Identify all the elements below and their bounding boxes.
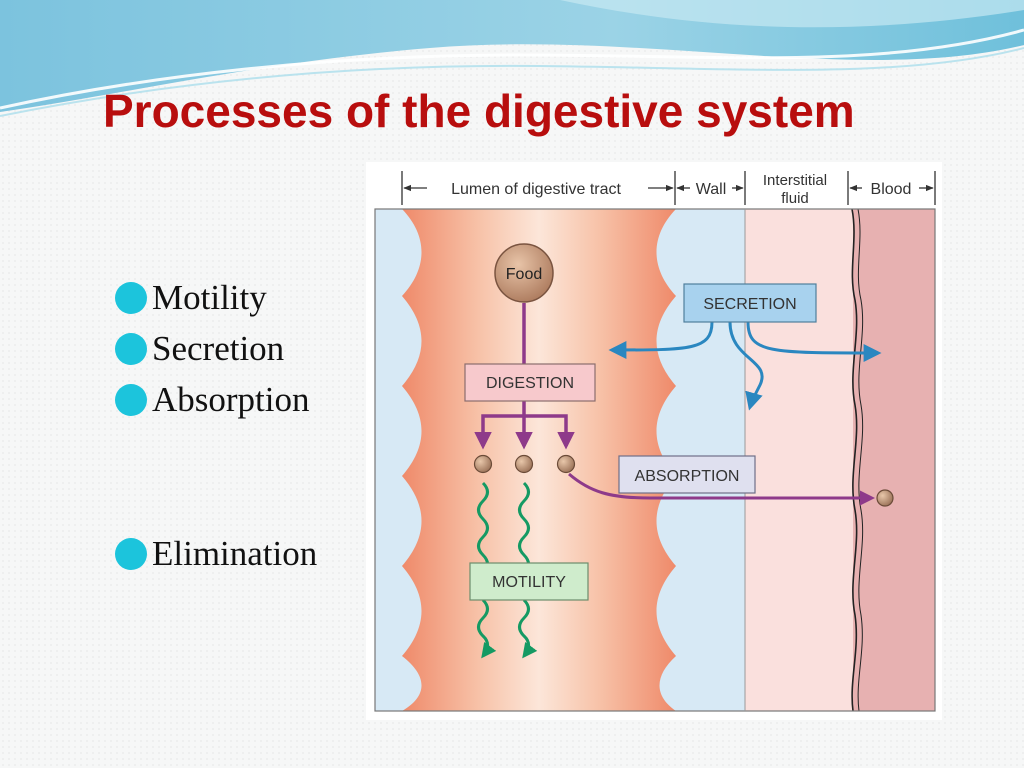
- food-label: Food: [506, 266, 542, 283]
- food-icon: [494, 243, 554, 303]
- bullet-item-absorption: Absorption: [115, 380, 310, 420]
- absorption-box: [618, 455, 756, 494]
- header-wave-decoration: [0, 0, 1024, 117]
- blood-region: [853, 209, 935, 711]
- blood-label: Blood: [871, 181, 912, 198]
- motility-label: MOTILITY: [492, 574, 566, 591]
- digestion-label: DIGESTION: [486, 375, 574, 392]
- secretion-label: SECRETION: [703, 296, 796, 313]
- region-header: [401, 171, 936, 205]
- bullet-text: Motility: [152, 278, 267, 317]
- nutrient-particle-icon: [556, 454, 576, 474]
- capillary-membrane: [851, 208, 858, 712]
- bullet-dot-icon: [115, 538, 147, 570]
- lumen-label: Lumen of digestive tract: [451, 181, 621, 198]
- bullet-item-elimination: Elimination: [115, 534, 317, 574]
- bullet-dot-icon: [115, 333, 147, 365]
- digestion-box: [464, 363, 596, 402]
- bullet-dot-icon: [115, 384, 147, 416]
- nutrient-particle-icon: [514, 454, 534, 474]
- bullet-text: Absorption: [152, 380, 310, 419]
- bullet-item-secretion: Secretion: [115, 329, 284, 369]
- slide-title: Processes of the digestive system: [103, 85, 855, 137]
- absorption-arrow: [568, 472, 875, 506]
- interstitial-label-line2: fluid: [781, 190, 809, 207]
- nutrient-particle-icon: [473, 454, 493, 474]
- capillary-membrane-inner: [857, 208, 864, 712]
- interstitial-label: Interstitial: [763, 172, 827, 189]
- secretion-arrows: [608, 321, 882, 411]
- motility-box: [469, 562, 589, 601]
- bullet-text: Elimination: [152, 534, 318, 573]
- motility-arrows: [477, 481, 538, 659]
- absorption-label: ABSORPTION: [635, 468, 740, 485]
- wall-label: Wall: [696, 181, 727, 198]
- digestive-process-diagram: Lumen of digestive tract Wall Interstiti…: [366, 162, 942, 720]
- absorbed-particle-icon: [876, 489, 894, 507]
- diagram-border: [374, 208, 936, 712]
- digestion-arrows: [474, 303, 575, 450]
- bullet-item-motility: Motility: [115, 278, 267, 318]
- bullet-text: Secretion: [152, 329, 285, 368]
- secretion-box: [683, 283, 817, 323]
- bullet-dot-icon: [115, 282, 147, 314]
